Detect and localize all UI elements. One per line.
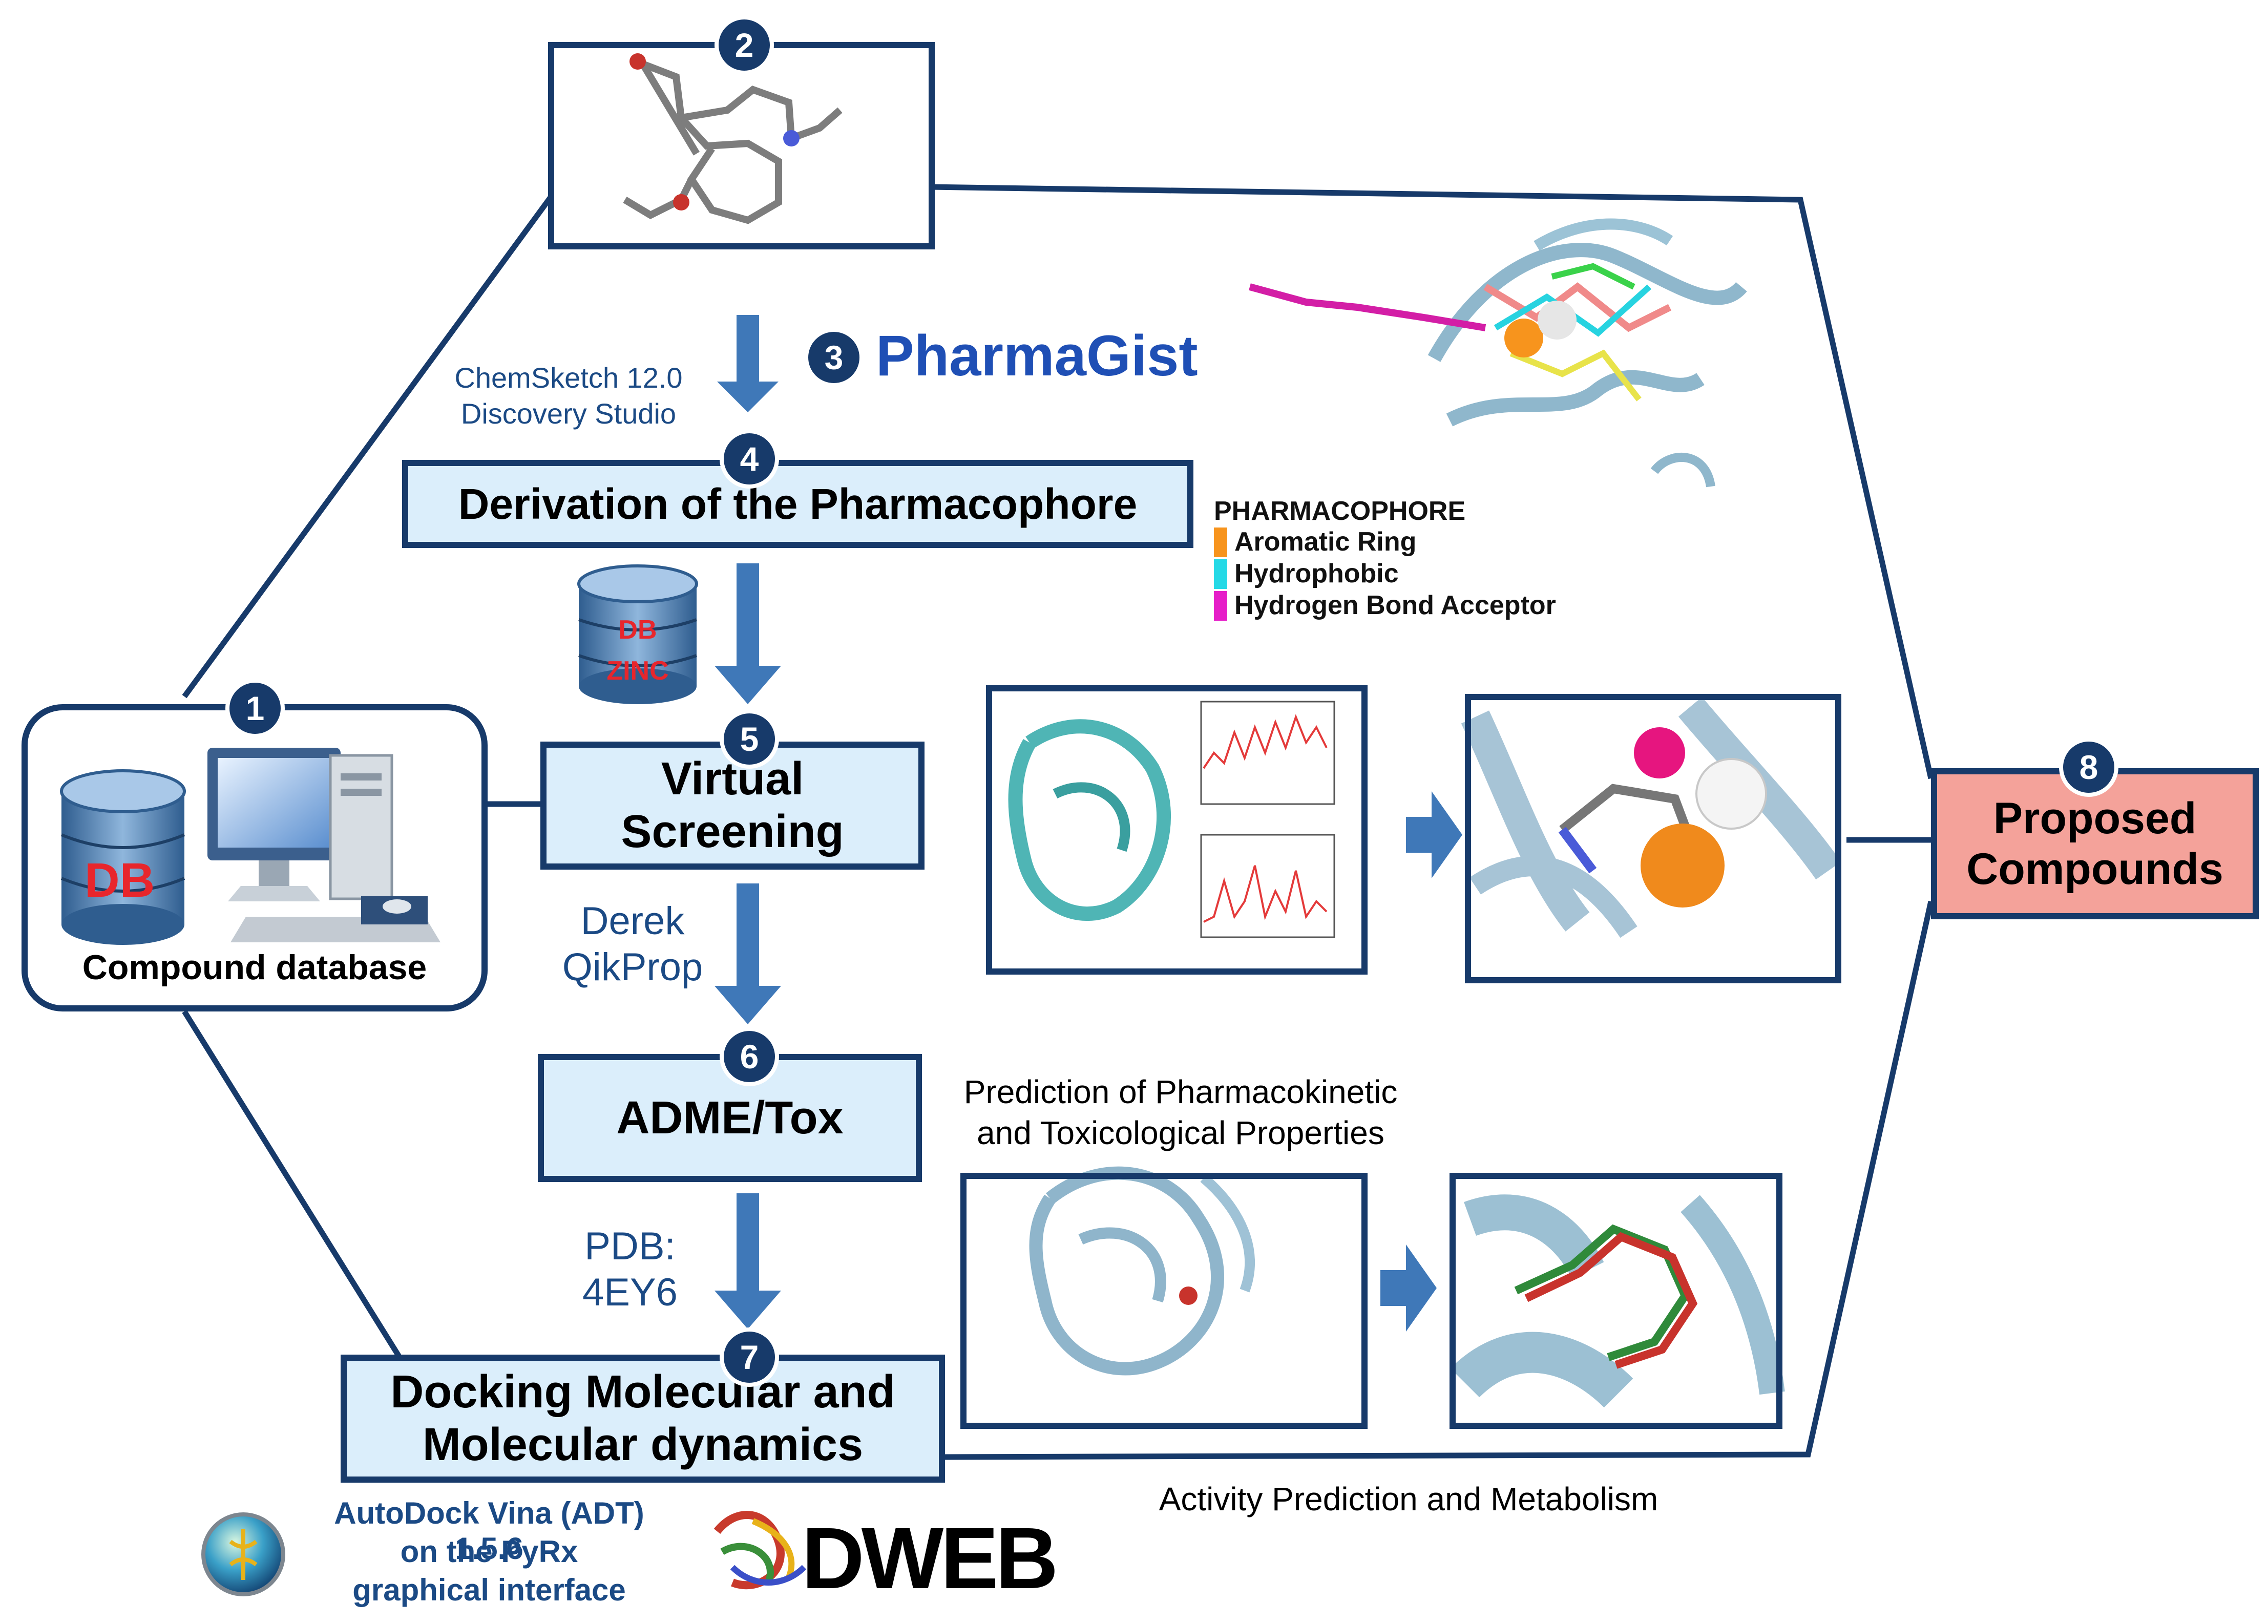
virtual-screening-line2: Screening xyxy=(621,806,844,857)
legend-swatch-hbond xyxy=(1214,591,1227,621)
binding-site-image xyxy=(1461,697,1841,938)
legend-title: PHARMACOPHORE xyxy=(1214,496,1466,526)
autodock-label-2: on the PyRx xyxy=(400,1534,578,1569)
md-simulation-panel xyxy=(986,685,1368,975)
discovery-studio-label: Discovery Studio xyxy=(460,397,677,430)
docking-md-line1: Docking Molecular and xyxy=(390,1366,895,1418)
zinc-database-icon xyxy=(577,564,698,704)
pk-caption-line1: Prediction of Pharmacokinetic xyxy=(963,1073,1398,1110)
step-badge-3: 3 xyxy=(804,328,864,387)
image-arrow-screening xyxy=(1406,791,1462,878)
lead-molecule-image xyxy=(623,53,843,224)
step-badge-1: 1 xyxy=(225,679,285,738)
image-arrow-docking xyxy=(1380,1245,1437,1332)
connector-top-left xyxy=(182,195,553,699)
connector-bottom-right xyxy=(942,900,1934,1460)
step-badge-6: 6 xyxy=(720,1027,779,1086)
dweb-protein-graphic xyxy=(713,1511,807,1590)
step-badge-7: 7 xyxy=(720,1327,779,1387)
autodock-label-3: graphical interface xyxy=(352,1573,626,1607)
proposed-line1: Proposed xyxy=(1993,793,2197,843)
connector-top-right xyxy=(929,184,1934,779)
zinc-db-bottom-label: ZINC xyxy=(606,656,669,686)
db-label-big: DB xyxy=(85,853,155,908)
docked-ligand-panel xyxy=(1450,1173,1782,1429)
activity-caption: Activity Prediction and Metabolism xyxy=(1159,1481,1658,1517)
docking-md-box: Docking Molecular and Molecular dynamics xyxy=(341,1355,945,1483)
legend-item-aromatic: Aromatic Ring xyxy=(1234,527,1417,557)
compound-database-label: Compound database xyxy=(82,948,427,987)
step-badge-8: 8 xyxy=(2059,737,2118,797)
derivation-pharmacophore-label: Derivation of the Pharmacophore xyxy=(458,479,1138,528)
dweb-logo: DWEB xyxy=(802,1510,1058,1607)
legend-swatch-aromatic xyxy=(1214,528,1227,557)
docked-ligand-image xyxy=(1450,1194,1785,1408)
derek-label: Derek xyxy=(580,899,685,943)
zinc-db-top-label: DB xyxy=(618,615,657,645)
legend-item-hydrophobic: Hydrophobic xyxy=(1234,559,1399,588)
flow-arrow-5-6 xyxy=(715,883,781,1024)
pharmagist-logo: PharmaGist xyxy=(876,324,1198,388)
pharmacophore-model-image xyxy=(1249,218,1747,488)
step-badge-2: 2 xyxy=(715,15,774,75)
computer-icon xyxy=(207,748,440,942)
pk-caption-line2: and Toxicological Properties xyxy=(977,1114,1384,1151)
md-simulation-image xyxy=(1008,701,1335,938)
step-badge-4: 4 xyxy=(720,429,779,489)
legend-item-hbond: Hydrogen Bond Acceptor xyxy=(1234,590,1556,620)
chemsketch-label: ChemSketch 12.0 xyxy=(454,362,683,394)
database-cylinder-icon xyxy=(60,769,186,945)
docking-md-line2: Molecular dynamics xyxy=(422,1419,864,1470)
lead-molecule-panel xyxy=(548,42,935,249)
pdb-label: PDB: xyxy=(584,1225,676,1268)
binding-site-panel xyxy=(1465,694,1841,983)
connector-bottom-left xyxy=(182,1010,402,1359)
derivation-pharmacophore-box: Derivation of the Pharmacophore xyxy=(402,460,1193,548)
proposed-line2: Compounds xyxy=(1966,844,2223,894)
protein-structure-panel xyxy=(960,1173,1368,1429)
qikprop-label: QikProp xyxy=(562,945,703,989)
legend-swatch-hydrophobic xyxy=(1214,559,1227,589)
flow-arrow-3-4 xyxy=(717,315,779,412)
flow-arrow-6-7 xyxy=(715,1193,781,1329)
autodock-logo xyxy=(201,1512,285,1596)
step-badge-5: 5 xyxy=(720,709,779,769)
adme-tox-label: ADME/Tox xyxy=(616,1092,844,1144)
flow-arrow-4-5 xyxy=(715,563,781,704)
pdb-code-label: 4EY6 xyxy=(582,1271,678,1314)
autodock-label-1: AutoDock Vina (ADT) 1.5.6 xyxy=(334,1496,644,1566)
protein-structure-image xyxy=(1029,1166,1255,1376)
